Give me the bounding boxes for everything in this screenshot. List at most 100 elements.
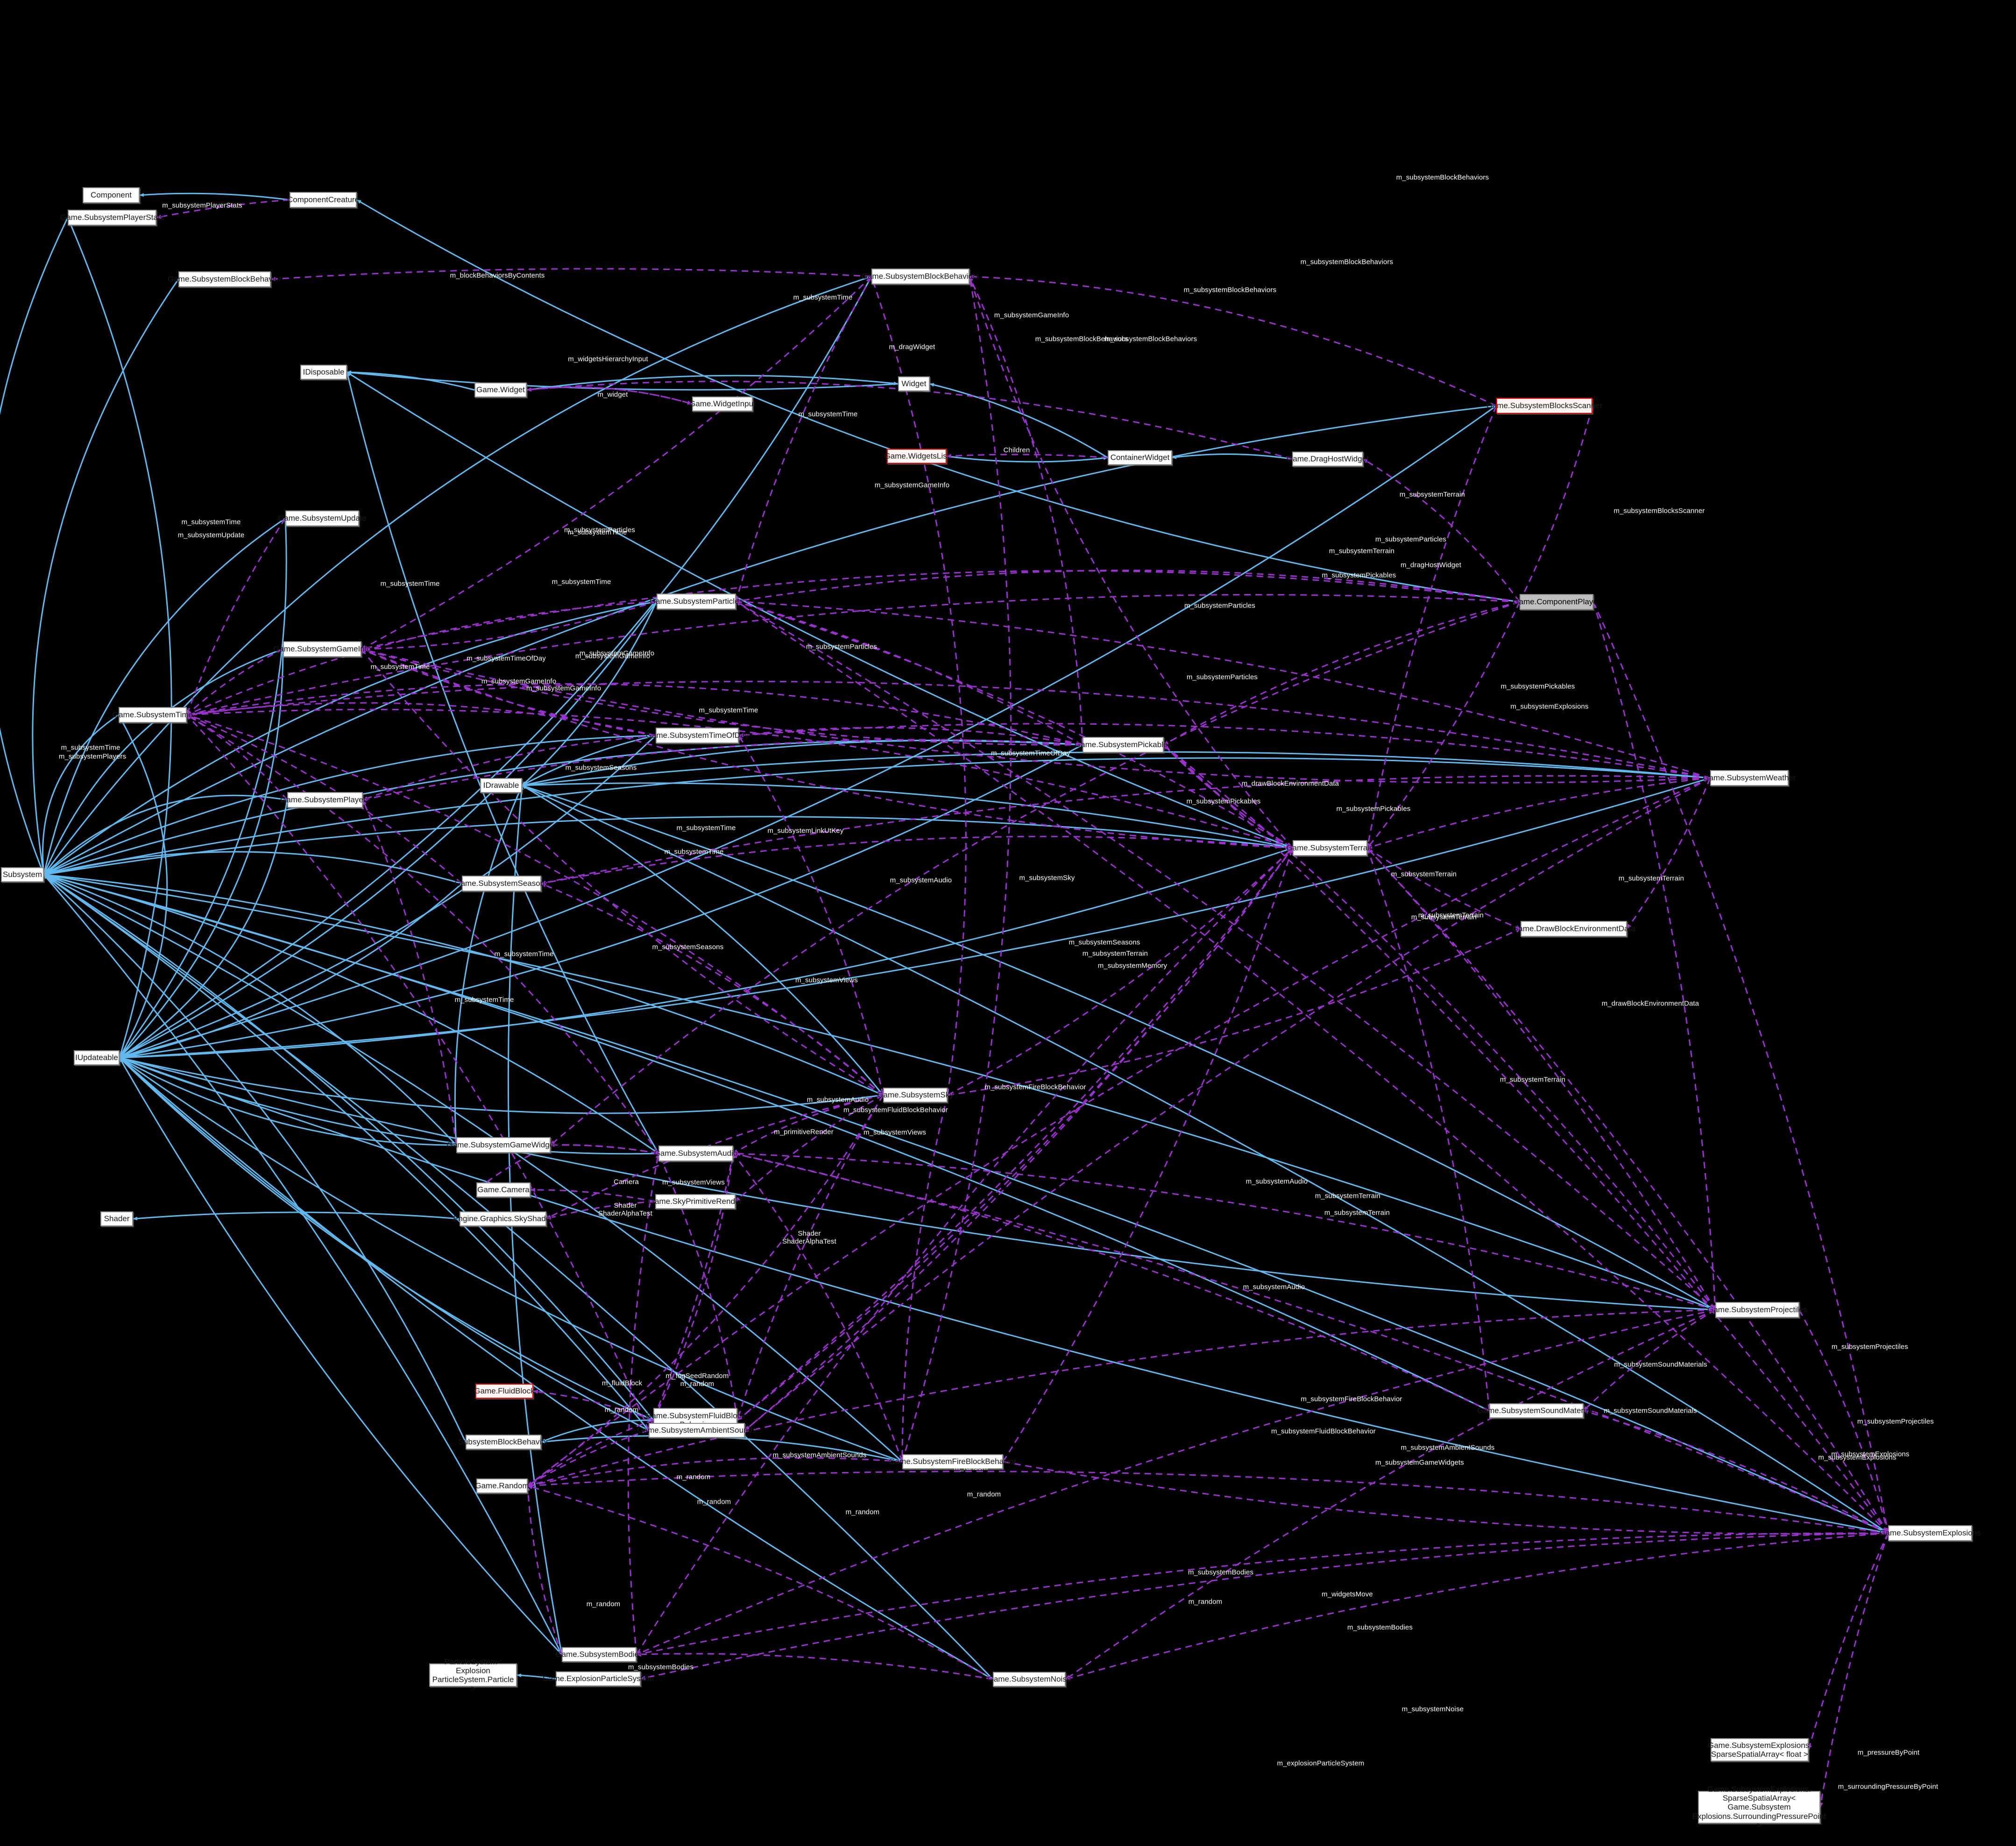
class-node-subsystemgamewidgets[interactable]: Game.SubsystemGameWidgets [447, 1137, 560, 1153]
class-node-subsystemparticles[interactable]: Game.SubsystemParticles [650, 594, 743, 609]
edge-label: m_dragHostWidget [1401, 561, 1461, 569]
edge-label: m_subsystemTime [61, 743, 120, 752]
edge [736, 601, 1889, 1534]
edge [119, 799, 288, 1059]
edge-label: m_subsystemBlockBehaviors [1396, 173, 1489, 182]
edge-label: Shader ShaderAlphaTest [782, 1230, 836, 1245]
edge [1363, 458, 1521, 602]
class-node-subsystemsoundmaterials[interactable]: Game.SubsystemSoundMaterials [1477, 1403, 1596, 1418]
class-node-drawblockenvdata[interactable]: Game.DrawBlockEnvironmentData [1512, 921, 1635, 937]
class-node-subsystemblockbehavior[interactable]: Game.SubsystemBlockBehavior [168, 271, 282, 287]
edge-label: m_subsystemGameInfo [579, 649, 655, 658]
class-node-iupdateable[interactable]: IUpdateable [74, 1050, 120, 1065]
class-node-componentplayer[interactable]: Game.ComponentPlayer [1513, 594, 1600, 610]
class-node-gamewidgetslist[interactable]: Game.WidgetsList [884, 449, 949, 464]
edge [43, 874, 563, 1655]
edge [118, 714, 168, 1058]
class-node-sparsespatialpressure[interactable]: Game.SubsystemExplosions. SparseSpatialA… [1692, 1785, 1826, 1830]
edge [737, 848, 1294, 1421]
class-node-gamewidget[interactable]: Game.Widget [474, 382, 527, 397]
edge-label: m_dragWidget [889, 343, 935, 351]
class-node-subsystemgameinfo[interactable]: Game.SubsystemGameInfo [273, 641, 371, 657]
class-node-subsystemplayerstats[interactable]: Game.SubsystemPlayerStats [60, 210, 164, 226]
edge-label: m_subsystemGameWidgets [1375, 1458, 1464, 1467]
class-node-subsystemambientsounds[interactable]: Game.SubsystemAmbientSounds [637, 1423, 757, 1438]
edge-label: m_subsystemBodies [628, 1663, 694, 1671]
class-node-subsystemweather[interactable]: Game.SubsystemWeather [1703, 770, 1796, 786]
edge [1798, 1309, 1889, 1534]
class-node-subsystemtime[interactable]: Game.SubsystemTime [113, 707, 193, 723]
edge [541, 1419, 654, 1443]
class-node-draghostwidget[interactable]: Game.DragHostWidget [1287, 452, 1369, 467]
class-node-subsystembodies[interactable]: Game.SubsystemBodies [555, 1647, 643, 1662]
edge [736, 600, 1711, 779]
edge [43, 874, 1889, 1534]
edge-label: m_subsystemExplosions [1818, 1453, 1896, 1462]
class-node-component[interactable]: Component [83, 187, 140, 203]
class-node-subsystemterrain[interactable]: Game.SubsystemTerrain [1286, 840, 1374, 856]
edge [636, 1309, 1716, 1655]
class-node-subsystemblockbehaviors[interactable]: Game.SubsystemBlockBehaviors [862, 269, 979, 284]
class-node-idisposable[interactable]: IDisposable [300, 365, 347, 380]
edge-label: Shader ShaderAlphaTest [598, 1202, 652, 1217]
edge [1592, 601, 1889, 1534]
edge [550, 1143, 659, 1154]
edge-label: m_subsystemBlockBehaviors [1104, 335, 1197, 343]
edge [43, 873, 884, 1096]
edge-label: m_subsystemTime [798, 410, 858, 418]
edge-label: m_subsystemExplosions [1831, 1450, 1910, 1458]
class-node-subsystemblockbehavior2[interactable]: SubsystemBlockBehavior [459, 1435, 548, 1450]
class-node-widget[interactable]: Widget [898, 376, 930, 391]
class-node-subsystemaudio[interactable]: Game.SubsystemAudio [654, 1146, 737, 1161]
class-node-subsystemprojectiles[interactable]: Game.SubsystemProjectiles [1707, 1302, 1807, 1318]
class-node-componentcreature[interactable]: ComponentCreature [287, 192, 359, 208]
class-node-subsystemblocksscanner[interactable]: Game.SubsystemBlocksScanner [1486, 398, 1602, 414]
class-node-skyprimitiverender[interactable]: Game.SkyPrimitiveRender [649, 1194, 742, 1209]
class-node-subsystemexplosions[interactable]: Game.SubsystemExplosions [1879, 1525, 1981, 1541]
class-node-shader[interactable]: Shader [100, 1211, 133, 1226]
edge [1583, 1309, 1716, 1412]
class-node-skyshader[interactable]: Engine.Graphics.SkyShader [453, 1211, 553, 1226]
class-node-subsystemnoise[interactable]: Game.SubsystemNoise [988, 1672, 1071, 1687]
edge-label: m_subsystemViews [795, 976, 858, 984]
edge [522, 751, 1711, 787]
class-node-sparsespatialfloat[interactable]: Game.SubsystemExplosions. SparseSpatialA… [1708, 1738, 1811, 1761]
class-node-gamerandom[interactable]: Game.Random [475, 1478, 529, 1493]
class-node-subsystemseasons[interactable]: Game.SubsystemSeasons [454, 876, 549, 891]
class-node-subsystemsky[interactable]: Game.SubsystemSky [877, 1088, 954, 1103]
edge-label: m_subsystemTime [664, 848, 724, 856]
edge-label: m_random [1188, 1598, 1223, 1606]
class-node-subsystemupdate[interactable]: Game.SubsystemUpdate [278, 510, 367, 526]
class-node-explosionparticlesystem[interactable]: Game.ExplosionParticleSystem [543, 1671, 654, 1686]
edge [1003, 1461, 1889, 1535]
edge [527, 1457, 903, 1487]
class-node-subsystemfireblockbeh[interactable]: Game.SubsystemFireBlockBehavior [889, 1454, 1017, 1469]
class-node-subsystem[interactable]: Subsystem [1, 867, 44, 882]
class-node-particlesystemexpl[interactable]: ParticleSystem< Explosion ParticleSystem… [429, 1657, 517, 1693]
edge [43, 874, 457, 1146]
edge-label: m_subsystemPlayers [58, 752, 127, 761]
class-node-containerwidget[interactable]: ContainerWidget [1108, 450, 1172, 465]
edge [119, 518, 287, 1058]
edge [527, 777, 1711, 1487]
edge-label: m_subsystemAudio [1245, 1177, 1308, 1186]
class-node-subsystemplayers[interactable]: Game.SubsystemPlayers [280, 792, 370, 808]
class-node-subsystempickables[interactable]: Game.SubsystemPickables [1075, 737, 1172, 753]
edge [119, 777, 1711, 1060]
class-node-subsystemtimeofday[interactable]: Game.SubsystemTimeOfDay [646, 728, 749, 743]
class-node-gamecamera[interactable]: Game.Camera [476, 1182, 531, 1197]
class-node-fluidblock[interactable]: Game.FluidBlock [474, 1384, 535, 1399]
class-node-idrawable[interactable]: IDrawable [480, 778, 522, 793]
edge-label: m_subsystemFluidBlockBehavior [1271, 1427, 1376, 1436]
edge [361, 649, 884, 1096]
edge [43, 276, 872, 875]
edge [133, 1211, 460, 1221]
edge-label: m_subsystemGameInfo [481, 677, 557, 686]
edge-label: m_subsystemBodies [1347, 1623, 1413, 1632]
edge-label: m_subsystemPickables [1186, 797, 1261, 806]
edge-label: m_subsystemProjectiles [1832, 1343, 1908, 1351]
edge [356, 199, 1520, 603]
edge [119, 1057, 993, 1680]
class-node-gamewidgetinput[interactable]: Game.WidgetInput [689, 396, 756, 411]
edge-label: m_subsystemBlocksScanner [1613, 507, 1705, 515]
